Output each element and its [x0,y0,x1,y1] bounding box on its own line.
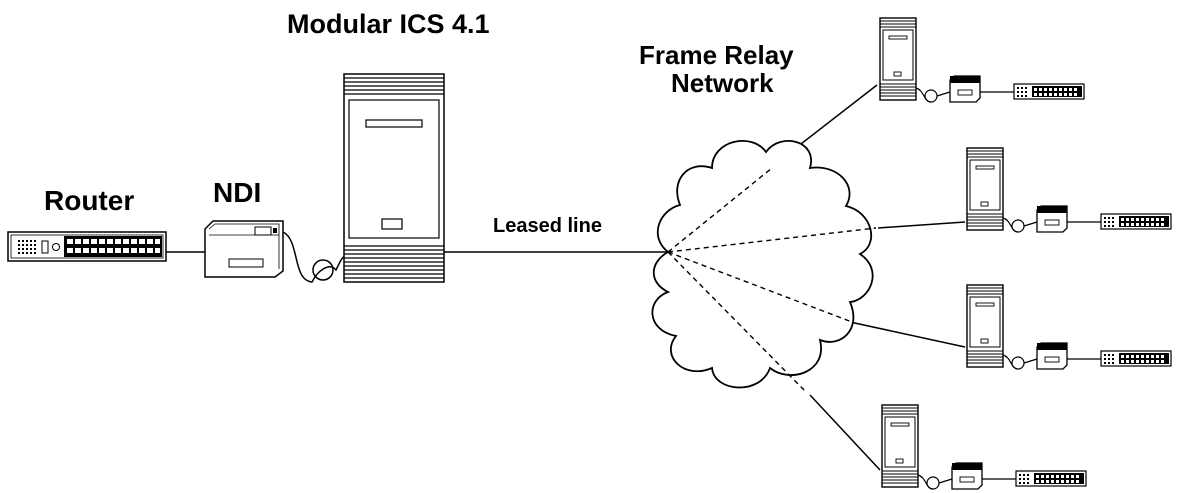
frame-relay-cloud-icon [651,140,874,389]
ndi-ics-coil [312,259,334,281]
virtual-circuits [667,167,877,393]
ndi-label: NDI [213,177,262,208]
ndi-icon [204,220,284,278]
router-icon [7,231,167,262]
remote-link-4 [809,394,881,471]
remote-link-2 [877,221,966,229]
remote-site-1-icon [879,17,1085,103]
modular-ics-cabinet-icon [343,73,445,283]
remote-site-2-icon [966,147,1172,233]
remote-link-3 [849,321,966,348]
frame-relay-label-line2: Network [671,68,774,98]
leased-line-label: Leased line [493,215,602,237]
ics-title-label: Modular ICS 4.1 [287,9,490,39]
remote-site-3-icon [966,284,1172,370]
remote-site-4-icon [881,404,1087,490]
router-label: Router [44,185,135,216]
ndi-ics-coil-link [282,231,349,283]
frame-relay-label-line1: Frame Relay [639,40,794,70]
